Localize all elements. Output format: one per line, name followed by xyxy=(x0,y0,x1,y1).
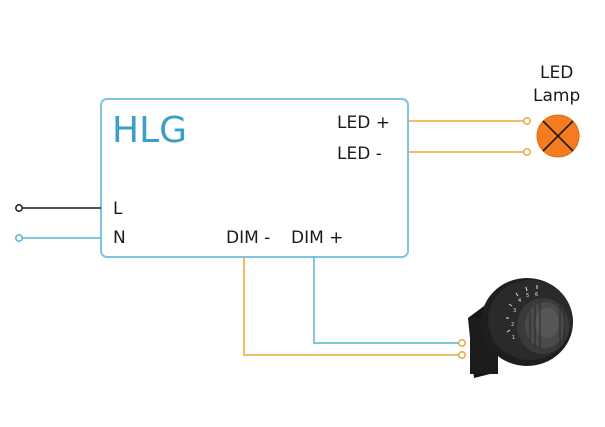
dim-plus-label: DIM + xyxy=(291,228,343,248)
svg-text:1: 1 xyxy=(512,335,515,341)
svg-text:5: 5 xyxy=(526,293,529,299)
lamp-label-line2: Lamp xyxy=(533,86,580,106)
svg-text:3: 3 xyxy=(513,308,516,314)
dim-minus-label: DIM - xyxy=(226,228,270,248)
led-minus-terminal xyxy=(523,148,531,156)
l-wire-terminal xyxy=(15,204,23,212)
led-plus-terminal xyxy=(523,117,531,125)
dim-minus-wire xyxy=(243,257,459,356)
dimmer-knob-icon: 1 2 3 4 5 6 xyxy=(468,278,573,378)
led-lamp-icon xyxy=(536,114,580,158)
hlg-driver-box xyxy=(100,98,409,258)
led-plus-label: LED + xyxy=(337,113,390,133)
lamp-label-line1: LED xyxy=(540,63,573,83)
dim-plus-wire xyxy=(313,257,459,344)
dim-plus-terminal xyxy=(458,339,466,347)
led-minus-label: LED - xyxy=(337,144,382,164)
svg-text:4: 4 xyxy=(518,298,521,304)
n-wire-terminal xyxy=(15,234,23,242)
driver-title: HLG xyxy=(112,110,187,151)
n-terminal-label: N xyxy=(113,228,126,248)
svg-text:6: 6 xyxy=(535,292,538,298)
dim-minus-terminal xyxy=(458,351,466,359)
l-terminal-label: L xyxy=(113,199,123,219)
svg-text:2: 2 xyxy=(511,322,514,328)
